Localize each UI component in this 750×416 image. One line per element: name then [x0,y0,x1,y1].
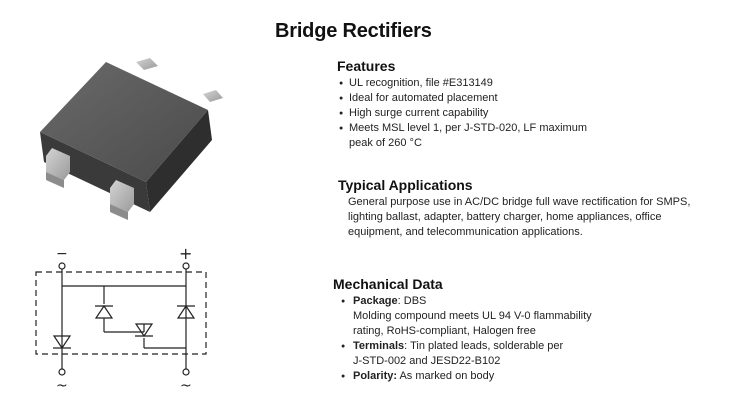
features-section: Features UL recognition, file #E313149 I… [337,58,587,151]
list-item: Meets MSL level 1, per J-STD-020, LF max… [337,121,587,151]
diode-1 [94,304,114,319]
list-item: Terminals: Tin plated leads, solderable … [333,339,592,369]
lead-back-right [203,90,223,102]
package-image [40,58,223,220]
lead-front-left [46,148,70,180]
bridge-schematic: − + ~ ~ [35,244,207,394]
mechanical-list: Package: DBS Molding compound meets UL 9… [333,294,592,384]
list-item-line: Meets MSL level 1, per J-STD-020, LF max… [349,122,587,134]
list-item: High surge current capability [337,106,587,121]
list-item: Ideal for automated placement [337,91,587,106]
diode-2 [176,304,196,319]
body-right-face [146,110,212,212]
minus-terminal-label: − [56,246,68,262]
applications-section: Typical Applications General purpose use… [338,177,718,240]
applications-text: General purpose use in AC/DC bridge full… [348,196,691,238]
lead-front-right [110,180,134,212]
list-item-line: Molding compound meets UL 94 V-0 flammab… [353,310,592,322]
body-top [40,62,208,182]
page-title: Bridge Rectifiers [275,20,432,42]
polarity-label: Polarity: [353,370,398,382]
package-value: : DBS [397,295,427,307]
terminals-label: Terminals [353,340,405,352]
mechanical-heading: Mechanical Data [333,276,443,292]
list-item-line: rating, RoHS-compliant, Halogen free [353,325,536,337]
package-label: Package [353,295,398,307]
terminals-value: : Tin plated leads, solderable per [404,340,564,352]
applications-heading: Typical Applications [338,177,473,193]
ac-terminal-right-label: ~ [180,378,192,394]
features-heading: Features [337,58,396,74]
features-list: UL recognition, file #E313149 Ideal for … [337,76,587,151]
list-item: UL recognition, file #E313149 [337,76,587,91]
list-item: Package: DBS Molding compound meets UL 9… [333,294,592,339]
list-item-line: J-STD-002 and JESD22-B102 [353,355,501,367]
lead-back-left [136,58,158,70]
diode-4 [134,323,154,338]
ac-terminal-left-label: ~ [56,378,68,394]
package-outline [35,271,207,355]
list-item: Polarity: As marked on body [333,369,592,384]
list-item-line: peak of 260 °C [349,137,422,149]
mechanical-section: Mechanical Data Package: DBS Molding com… [333,276,592,384]
diode-3 [52,335,72,350]
polarity-value: As marked on body [397,370,495,382]
plus-terminal-label: + [179,244,192,263]
